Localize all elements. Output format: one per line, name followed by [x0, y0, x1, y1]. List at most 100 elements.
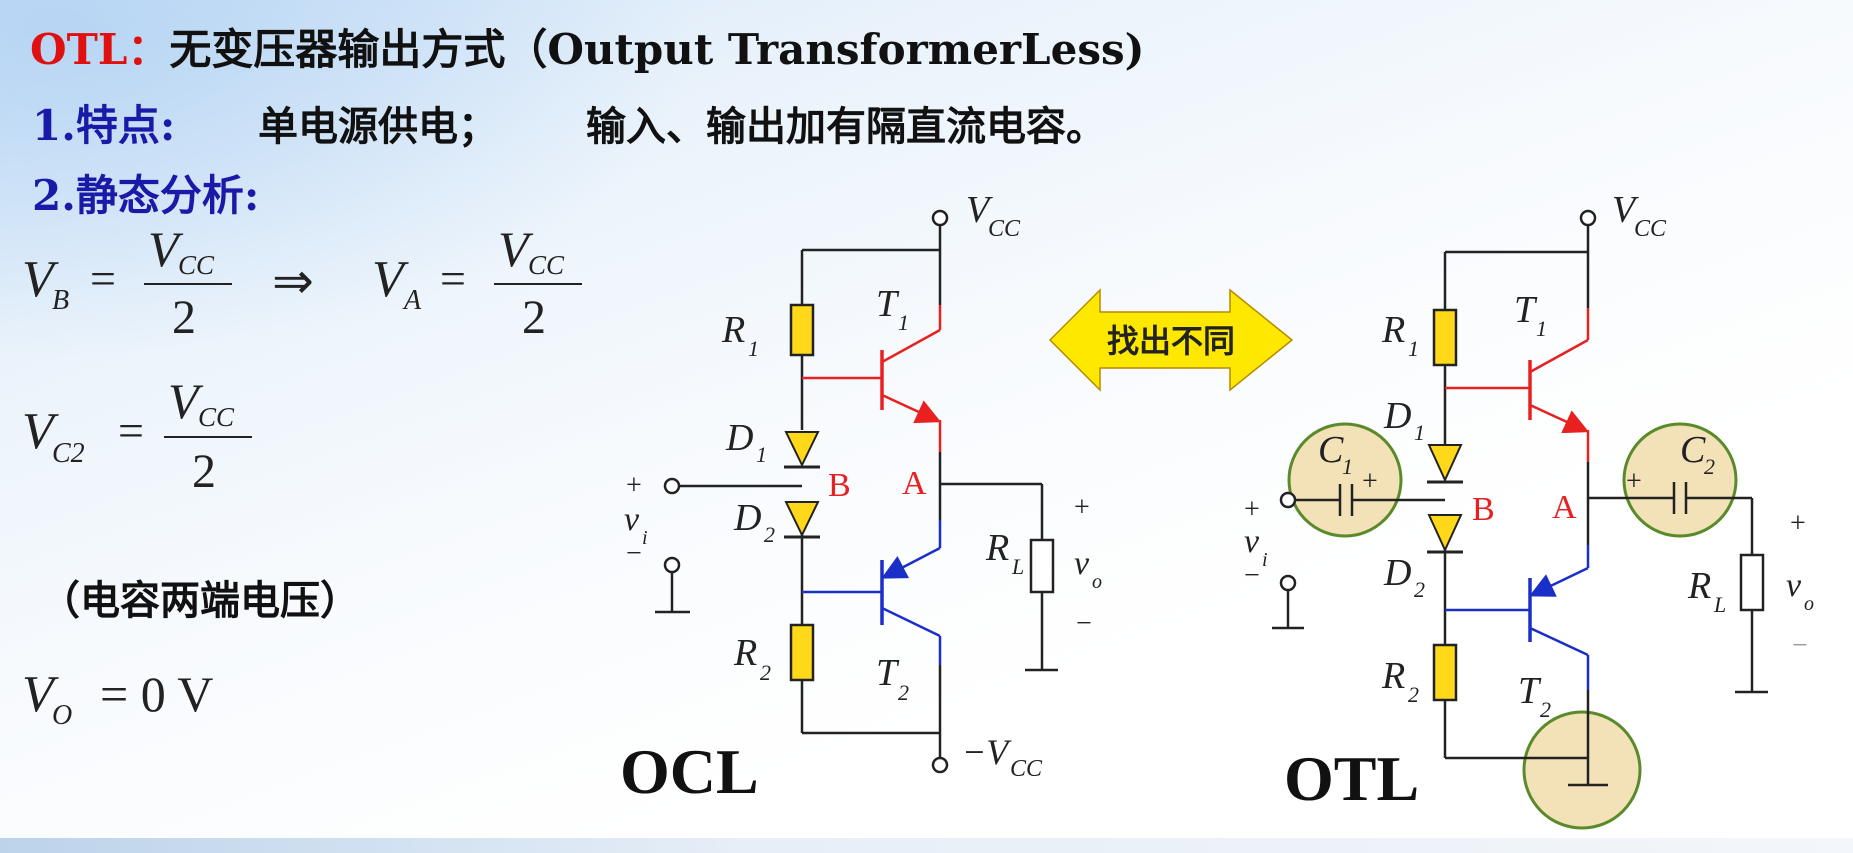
title-rest: 无变压器输出方式（Output TransformerLess) [169, 25, 1145, 74]
ocl-vo-plus: + [1074, 492, 1090, 523]
va-fraction-bar [494, 283, 582, 285]
ocl-d1-label: D [725, 417, 753, 459]
otl-rl-label: R [1687, 565, 1711, 607]
ocl-node-a: A [902, 465, 927, 502]
ocl-neg-vcc-sub: CC [1010, 756, 1043, 782]
vb-eq: = [90, 253, 116, 304]
otl-vo-label: v [1786, 567, 1802, 604]
otl-c1-highlight-circle [1287, 422, 1403, 538]
ocl-vo-label: v [1074, 545, 1090, 582]
otl-t2-label: T [1518, 670, 1542, 712]
va-den: 2 [522, 291, 546, 344]
ocl-vi-minus: − [626, 538, 642, 569]
va-sub: A [404, 285, 422, 316]
otl-c1-sub: 1 [1342, 454, 1353, 479]
ocl-caption: OCL [620, 736, 759, 807]
otl-vcc-label-var: V [1612, 189, 1639, 231]
otl-vo-plus: + [1790, 508, 1806, 539]
otl-c2-sub: 2 [1704, 454, 1715, 479]
otl-vo-sub: o [1804, 593, 1814, 615]
vb-num-var: V [148, 221, 179, 277]
otl-vi-label: v [1244, 523, 1260, 560]
va-var: V [372, 251, 404, 308]
feature-single-supply: 单电源供电； [258, 103, 498, 150]
ocl-r1-sub: 1 [748, 336, 759, 361]
otl-vi-plus: + [1244, 494, 1260, 525]
title-acronym: OTL [30, 25, 128, 74]
otl-ground-highlight-circle [1522, 710, 1642, 830]
otl-d1-sub: 1 [1414, 420, 1425, 445]
ocl-t2-transistor [802, 520, 942, 665]
ocl-input-terminal [663, 477, 681, 495]
otl-input-ground-terminal [1279, 574, 1297, 592]
ocl-vo-minus: − [1076, 608, 1092, 639]
otl-d2-label: D [1383, 552, 1411, 594]
ocl-r2-resistor [789, 623, 815, 682]
ocl-r2-label: R [733, 632, 757, 674]
vb-num-sub: CC [178, 250, 215, 280]
static-analysis-label: 2.静态分析: [32, 171, 260, 220]
vo-eq: = 0 V [100, 666, 214, 722]
otl-c1-plus: + [1362, 466, 1378, 497]
vc2-fraction-bar [164, 436, 252, 438]
features-label: 1.特点: [32, 101, 176, 150]
vb-sub: B [52, 285, 70, 316]
otl-c2-label: C [1680, 429, 1706, 471]
ocl-circuit [655, 225, 1058, 758]
va-eq: = [440, 253, 466, 304]
slide-title: OTL：无变压器输出方式（Output TransformerLess) [30, 16, 1144, 77]
otl-rl-sub: L [1713, 592, 1726, 617]
vc2-eq: = [118, 405, 144, 456]
ocl-t1-sub: 1 [898, 310, 909, 335]
otl-r1-resistor [1432, 308, 1458, 367]
ocl-r1-label: R [721, 309, 745, 351]
otl-r2-sub: 2 [1408, 682, 1419, 707]
otl-vi-minus: − [1244, 560, 1260, 591]
ocl-vcc-label-sub: CC [988, 216, 1021, 242]
ocl-neg-vcc-label: −V [962, 732, 1012, 772]
va-num-sub: CC [528, 250, 565, 280]
otl-t1-sub: 1 [1536, 316, 1547, 341]
find-difference-arrow [1048, 288, 1294, 392]
ocl-vi-label: v [624, 501, 640, 538]
va-num-var: V [498, 221, 529, 277]
vc2-var: V [22, 403, 54, 460]
vc2-num-var: V [168, 373, 199, 429]
otl-c1-label: C [1318, 429, 1344, 471]
vb-var: V [22, 251, 54, 308]
ocl-neg-vcc-terminal [931, 756, 949, 774]
ocl-d2-label: D [733, 497, 761, 539]
otl-node-b: B [1472, 491, 1495, 528]
otl-r2-label: R [1381, 655, 1405, 697]
capacitor-voltage-note: （电容两端电压） [40, 577, 360, 624]
otl-d2-diode [1427, 514, 1463, 553]
otl-t2-transistor [1445, 545, 1590, 690]
ocl-t1-label: T [876, 283, 900, 325]
feature-dc-blocking-caps: 输入、输出加有隔直流电容。 [586, 103, 1106, 150]
ocl-vcc-label-var: V [966, 189, 993, 231]
otl-t1-label: T [1514, 289, 1538, 331]
otl-t1-transistor [1445, 308, 1590, 462]
otl-d1-label: D [1383, 395, 1411, 437]
vb-den: 2 [172, 291, 196, 344]
ocl-rl-resistor [1029, 538, 1055, 594]
ocl-d2-diode [784, 501, 820, 538]
otl-c2-highlight-circle [1622, 422, 1738, 538]
find-difference-label: 找出不同 [1107, 322, 1235, 360]
ocl-rl-sub: L [1011, 554, 1024, 579]
otl-vo-minus: − [1792, 630, 1808, 661]
vo-sub: O [52, 700, 73, 731]
ocl-r1-resistor [789, 303, 815, 357]
ocl-t2-sub: 2 [898, 680, 909, 705]
ocl-t1-transistor [802, 305, 942, 452]
otl-r2-resistor [1432, 643, 1458, 702]
ocl-input-ground-terminal [663, 556, 681, 574]
ocl-d1-sub: 1 [756, 442, 767, 467]
ocl-t2-label: T [876, 652, 900, 694]
otl-vcc-label-sub: CC [1634, 216, 1667, 242]
otl-r1-sub: 1 [1408, 336, 1419, 361]
ocl-d1-diode [784, 431, 820, 468]
ocl-vi-sub: i [642, 527, 648, 549]
